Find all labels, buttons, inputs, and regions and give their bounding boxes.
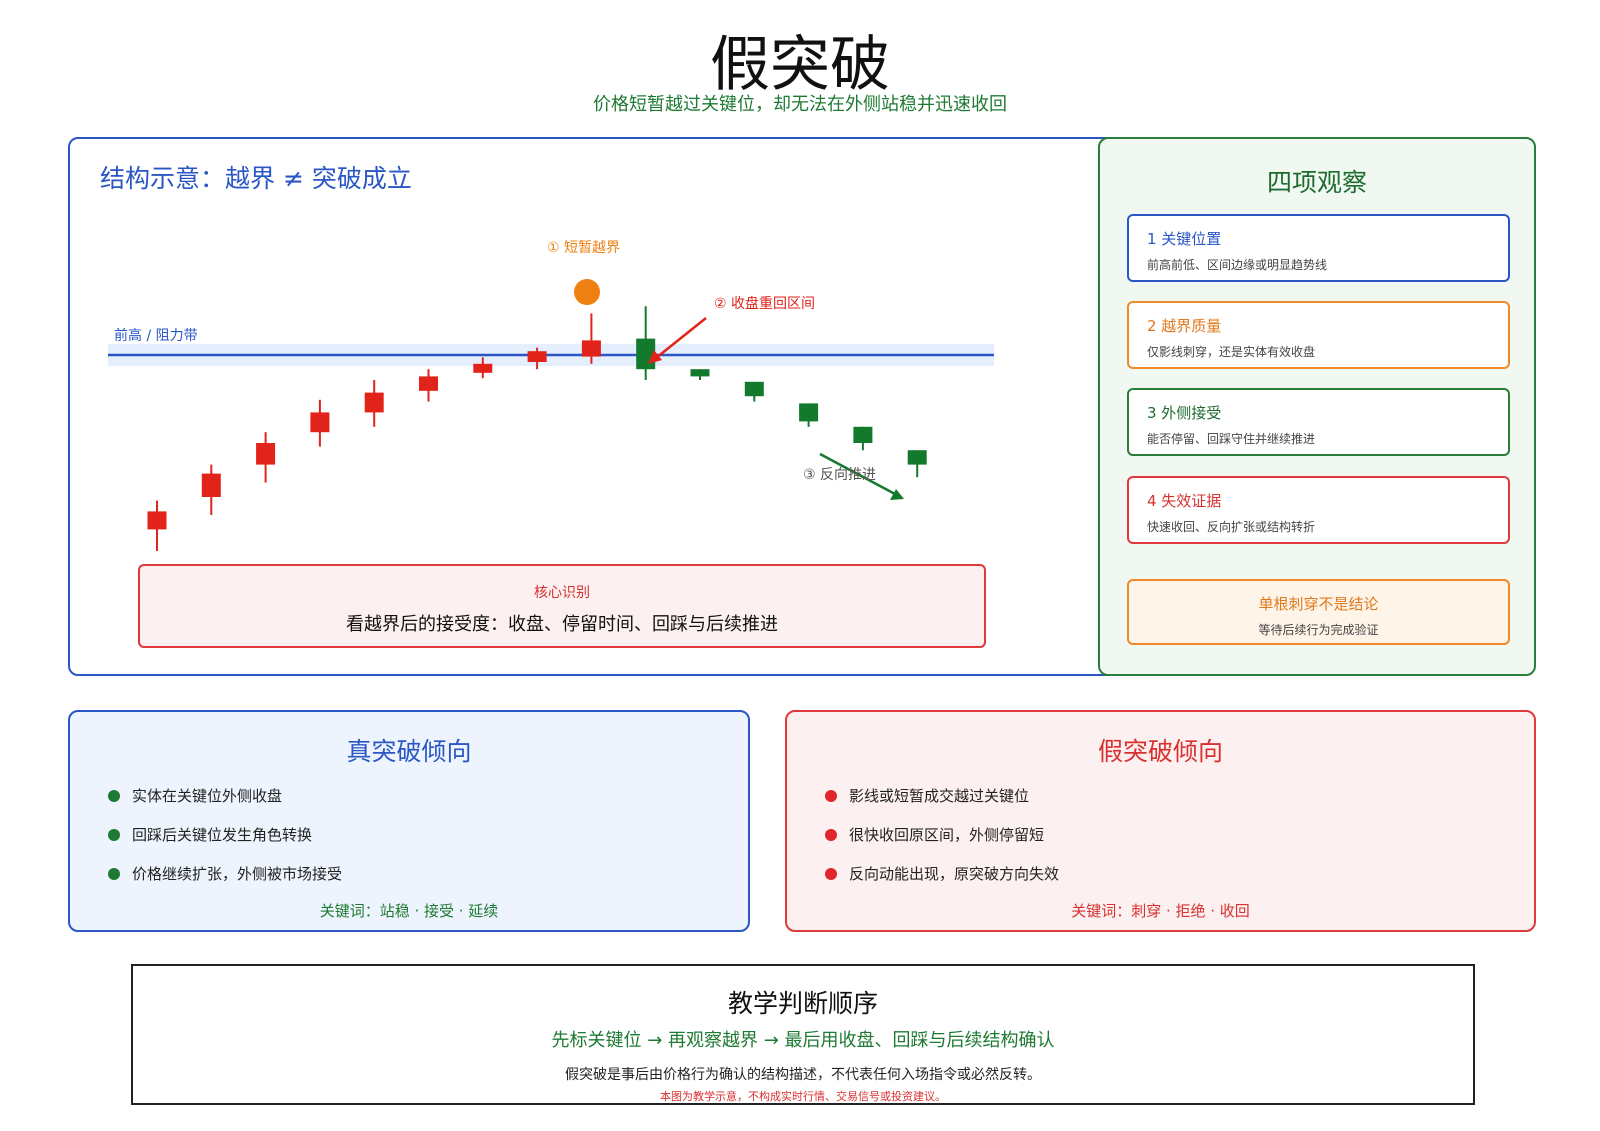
candle-down — [799, 403, 819, 422]
candle-up — [527, 351, 547, 362]
bullet-dot-icon — [825, 868, 837, 880]
observe-note-card: 单根刺穿不是结论 等待后续行为完成验证 — [1127, 579, 1510, 645]
structure-title: 结构示意：越界 ≠ 突破成立 — [100, 164, 412, 193]
candle-up — [256, 443, 276, 465]
list-item-text: 反向动能出现，原突破方向失效 — [849, 865, 1060, 883]
candles-group — [147, 306, 927, 551]
false-breakout-panel: 假突破倾向 影线或短暂成交越过关键位 很快收回原区间，外侧停留短 反向动能出现，… — [785, 710, 1536, 932]
list-item-text: 很快收回原区间，外侧停留短 — [849, 826, 1045, 844]
card-title: 3 外侧接受 — [1147, 404, 1222, 422]
card-desc: 快速收回、反向扩张或结构转折 — [1147, 520, 1316, 534]
list-item-text: 价格继续扩张，外侧被市场接受 — [132, 865, 343, 883]
page-subtitle: 价格短暂越过关键位，却无法在外侧站稳并迅速收回 — [593, 94, 1007, 115]
order-flow: 先标关键位 → 再观察越界 → 最后用收盘、回踩与后续结构确认 — [551, 1030, 1055, 1051]
card-title: 1 关键位置 — [1147, 230, 1222, 248]
card-title: 2 越界质量 — [1147, 317, 1222, 335]
annotation-reverse: ③ 反向推进 — [803, 467, 876, 483]
bullet-dot-icon — [108, 790, 120, 802]
candle-up — [310, 412, 330, 433]
close-back-arrow — [655, 317, 707, 359]
true-breakout-panel: 真突破倾向 实体在关键位外侧收盘 回踩后关键位发生角色转换 价格继续扩张，外侧被… — [68, 710, 750, 932]
observe-panel: 四项观察 1 关键位置 前高前低、区间边缘或明显趋势线 2 越界质量 仅影线刺穿… — [1098, 137, 1536, 676]
true-breakout-title: 真突破倾向 — [346, 737, 472, 766]
bullet-dot-icon — [825, 790, 837, 802]
reverse-arrowhead — [890, 489, 904, 500]
true-breakout-keywords: 关键词：站稳 · 接受 · 延续 — [319, 902, 499, 920]
candle-down — [690, 369, 710, 377]
list-item: 回踩后关键位发生角色转换 — [108, 825, 342, 864]
reverse-arrow — [819, 452, 896, 496]
close-back-arrowhead — [648, 350, 662, 364]
bullet-dot-icon — [825, 829, 837, 841]
list-item: 反向动能出现，原突破方向失效 — [825, 864, 1059, 903]
list-item: 影线或短暂成交越过关键位 — [825, 786, 1059, 825]
disclaimer: 本图为教学示意，不构成实时行情、交易信号或投资建议。 — [660, 1090, 946, 1103]
core-label: 核心识别 — [534, 585, 590, 601]
breach-marker — [574, 279, 600, 305]
candle-up — [364, 392, 384, 413]
candle-up — [473, 363, 493, 373]
card-title: 4 失效证据 — [1147, 492, 1222, 510]
observe-card-outside-acceptance: 3 外侧接受 能否停留、回踩守住并继续推进 — [1127, 388, 1510, 456]
candle-up — [581, 340, 601, 357]
order-note: 假突破是事后由价格行为确认的结构描述，不代表任何入场指令或必然反转。 — [565, 1067, 1041, 1083]
list-item-text: 实体在关键位外侧收盘 — [132, 787, 283, 805]
false-breakout-keywords: 关键词：刺穿 · 拒绝 · 收回 — [1071, 902, 1250, 920]
false-breakout-list: 影线或短暂成交越过关键位 很快收回原区间，外侧停留短 反向动能出现，原突破方向失… — [825, 786, 1059, 903]
core-recognition-box: 核心识别 看越界后的接受度：收盘、停留时间、回踩与后续推进 — [138, 564, 986, 648]
bullet-dot-icon — [108, 829, 120, 841]
bullet-dot-icon — [108, 868, 120, 880]
card-desc: 能否停留、回踩守住并继续推进 — [1147, 432, 1316, 446]
list-item-text: 影线或短暂成交越过关键位 — [849, 787, 1030, 805]
note-desc: 等待后续行为完成验证 — [1258, 623, 1379, 637]
observe-card-failure-evidence: 4 失效证据 快速收回、反向扩张或结构转折 — [1127, 476, 1510, 544]
page-title: 假突破 — [710, 30, 890, 100]
card-desc: 前高前低、区间边缘或明显趋势线 — [1147, 258, 1328, 272]
list-item: 实体在关键位外侧收盘 — [108, 786, 342, 825]
observe-card-key-position: 1 关键位置 前高前低、区间边缘或明显趋势线 — [1127, 214, 1510, 282]
annotation-close-back: ② 收盘重回区间 — [714, 295, 815, 312]
candle-down — [744, 381, 764, 397]
structure-panel: 结构示意：越界 ≠ 突破成立 前高 / 阻力带 ① 短暂越界 ② 收盘重回区间 … — [68, 137, 1124, 676]
candle-down — [907, 450, 927, 465]
candle-up — [201, 473, 221, 497]
annotation-breach: ① 短暂越界 — [547, 240, 620, 256]
candle-up — [419, 376, 438, 391]
observe-title: 四项观察 — [1266, 168, 1367, 197]
order-title: 教学判断顺序 — [727, 989, 878, 1018]
observe-card-breach-quality: 2 越界质量 仅影线刺穿，还是实体有效收盘 — [1127, 301, 1510, 369]
true-breakout-list: 实体在关键位外侧收盘 回踩后关键位发生角色转换 价格继续扩张，外侧被市场接受 — [108, 786, 342, 903]
list-item: 价格继续扩张，外侧被市场接受 — [108, 864, 342, 903]
candle-up — [147, 511, 167, 530]
false-breakout-title: 假突破倾向 — [1097, 737, 1223, 766]
candlestick-chart: 前高 / 阻力带 ① 短暂越界 ② 收盘重回区间 ③ 反向推进 — [108, 240, 994, 551]
list-item: 很快收回原区间，外侧停留短 — [825, 825, 1059, 864]
note-title: 单根刺穿不是结论 — [1258, 595, 1379, 613]
candle-down — [853, 426, 873, 443]
core-text: 看越界后的接受度：收盘、停留时间、回踩与后续推进 — [346, 614, 778, 635]
card-desc: 仅影线刺穿，还是实体有效收盘 — [1147, 345, 1316, 359]
list-item-text: 回踩后关键位发生角色转换 — [132, 826, 313, 844]
resistance-label: 前高 / 阻力带 — [114, 327, 198, 344]
judgement-order-panel: 教学判断顺序 先标关键位 → 再观察越界 → 最后用收盘、回踩与后续结构确认 假… — [131, 964, 1475, 1105]
